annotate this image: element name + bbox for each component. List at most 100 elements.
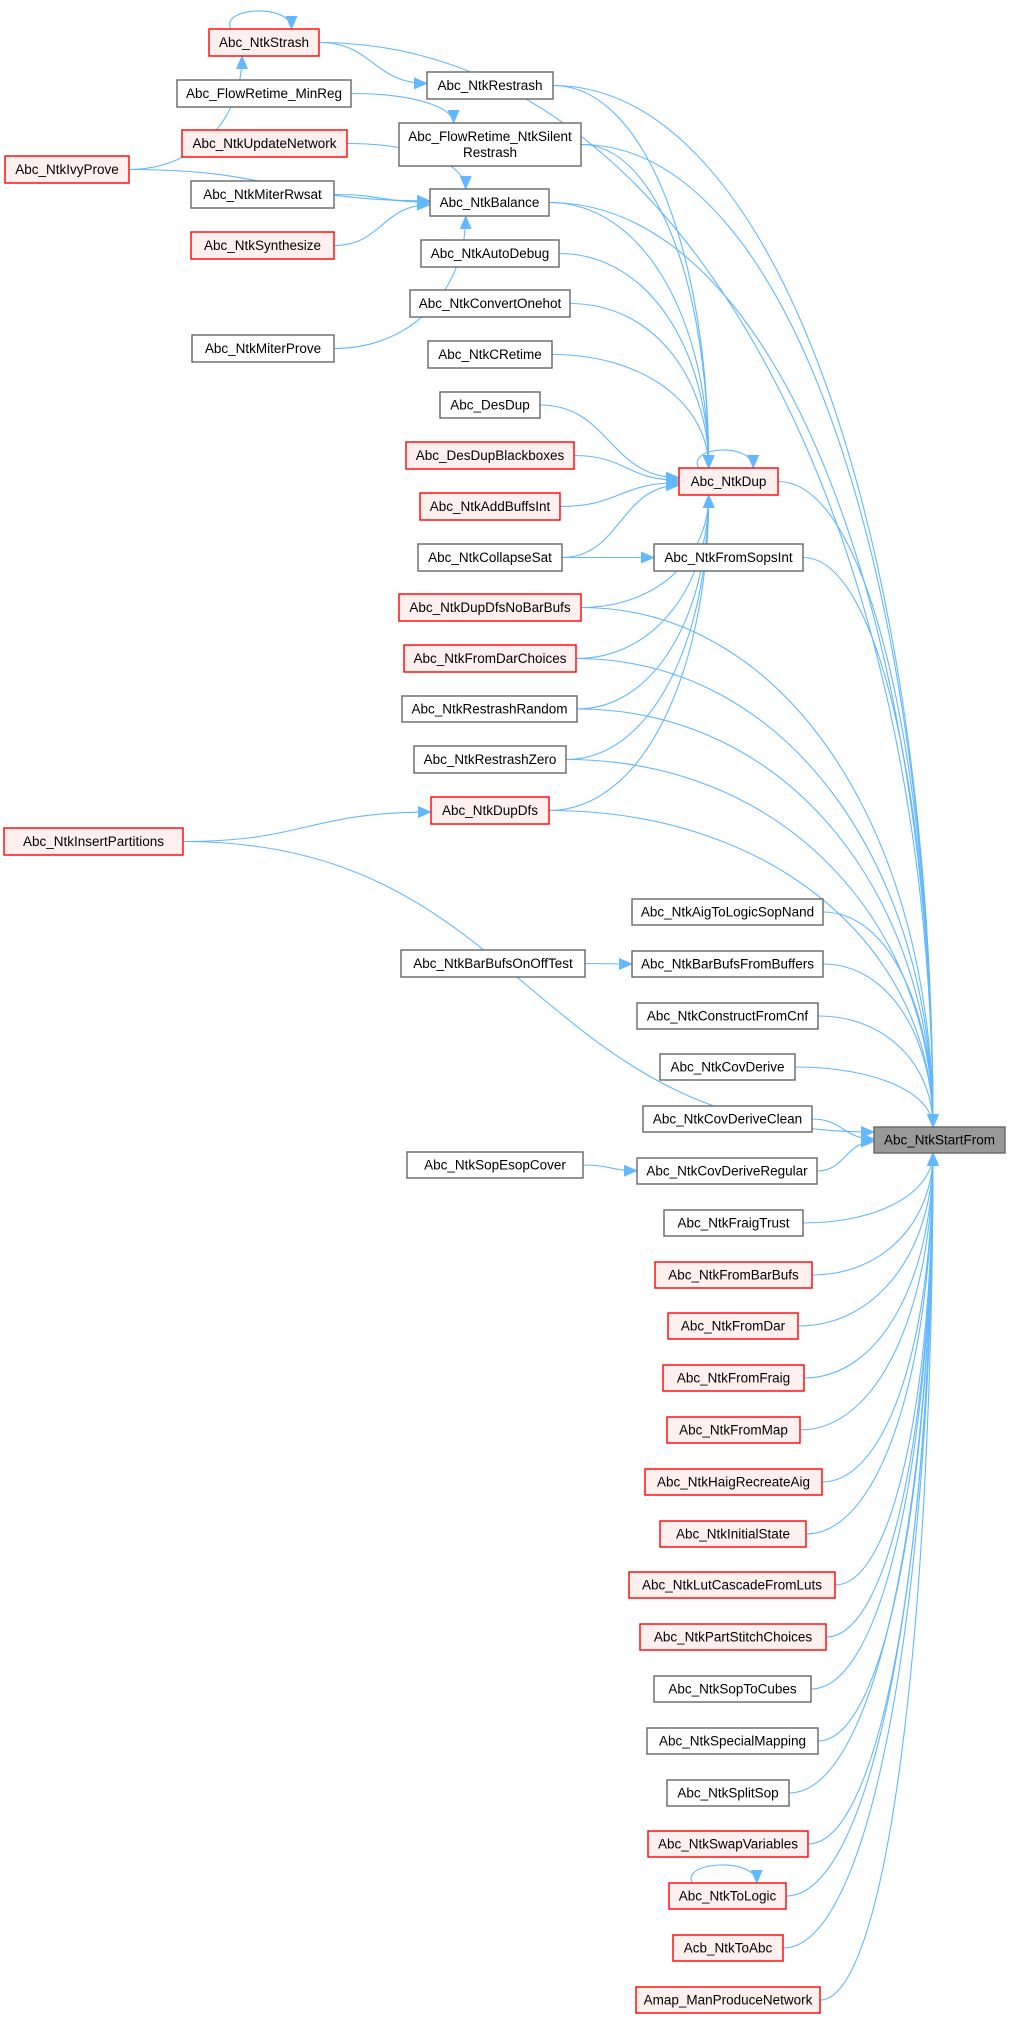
node-box[interactable]: [631, 950, 824, 978]
node-BarBufsOnOffTest[interactable]: Abc_NtkBarBufsOnOffTest: [400, 949, 586, 978]
node-R12[interactable]: Abc_NtkInitialState: [659, 1520, 807, 1548]
node-R8[interactable]: Abc_NtkFromDar: [667, 1312, 799, 1340]
node-InsertPartitions[interactable]: Abc_NtkInsertPartitions: [3, 827, 184, 856]
node-RestrashZero[interactable]: Abc_NtkRestrashZero: [413, 745, 567, 774]
node-Balance[interactable]: Abc_NtkBalance: [429, 188, 550, 217]
node-box[interactable]: [398, 122, 582, 167]
node-R6[interactable]: Abc_NtkFraigTrust: [663, 1209, 804, 1237]
node-box[interactable]: [636, 1157, 818, 1185]
node-SopEsopCover[interactable]: Abc_NtkSopEsopCover: [406, 1151, 584, 1179]
node-Restrash[interactable]: Abc_NtkRestrash: [426, 71, 554, 100]
node-box[interactable]: [646, 1727, 819, 1755]
node-DupDfsNoBarBufs[interactable]: Abc_NtkDupDfsNoBarBufs: [398, 593, 582, 622]
node-box[interactable]: [176, 79, 352, 108]
node-R4[interactable]: Abc_NtkCovDeriveClean: [642, 1105, 813, 1133]
node-R3[interactable]: Abc_NtkCovDerive: [659, 1053, 796, 1081]
node-R19[interactable]: Abc_NtkToLogic: [668, 1882, 787, 1910]
node-box[interactable]: [420, 239, 560, 268]
node-R16[interactable]: Abc_NtkSpecialMapping: [646, 1727, 819, 1755]
node-box[interactable]: [653, 543, 804, 572]
node-ConvertOnehot[interactable]: Abc_NtkConvertOnehot: [409, 289, 571, 318]
node-UpdateNetwork[interactable]: Abc_NtkUpdateNetwork: [181, 129, 348, 158]
node-box[interactable]: [190, 231, 335, 260]
node-box[interactable]: [639, 1623, 827, 1651]
node-box[interactable]: [401, 695, 578, 723]
node-R10[interactable]: Abc_NtkFromMap: [666, 1416, 801, 1444]
node-box[interactable]: [659, 1053, 796, 1081]
node-box[interactable]: [672, 1934, 784, 1962]
node-R7[interactable]: Abc_NtkFromBarBufs: [654, 1261, 813, 1289]
node-box[interactable]: [662, 1364, 805, 1392]
node-MiterProve[interactable]: Abc_NtkMiterProve: [191, 334, 335, 363]
node-box[interactable]: [403, 644, 577, 673]
node-R2[interactable]: Abc_NtkConstructFromCnf: [636, 1002, 819, 1030]
node-box[interactable]: [413, 745, 567, 774]
node-CollapseSat[interactable]: Abc_NtkCollapseSat: [417, 543, 563, 572]
node-box[interactable]: [642, 1105, 813, 1133]
node-box[interactable]: [3, 827, 184, 856]
node-box[interactable]: [430, 796, 550, 825]
node-box[interactable]: [400, 949, 586, 978]
node-R20[interactable]: Acb_NtkToAbc: [672, 1934, 784, 1962]
node-R21[interactable]: Amap_ManProduceNetwork: [635, 1986, 821, 2014]
node-box[interactable]: [644, 1468, 823, 1496]
node-box[interactable]: [647, 1830, 809, 1858]
node-box[interactable]: [190, 180, 335, 209]
node-box[interactable]: [181, 129, 348, 158]
node-DesDup[interactable]: Abc_DesDup: [439, 391, 541, 419]
node-IvyProve[interactable]: Abc_NtkIvyProve: [4, 155, 130, 184]
node-box[interactable]: [659, 1520, 807, 1548]
node-box[interactable]: [208, 28, 320, 57]
node-Dup[interactable]: Abc_NtkDup: [678, 467, 779, 496]
node-Synthesize[interactable]: Abc_NtkSynthesize: [190, 231, 335, 260]
node-box[interactable]: [636, 1002, 819, 1030]
node-StartFrom[interactable]: Abc_NtkStartFrom: [873, 1126, 1006, 1154]
node-RestrashRandom[interactable]: Abc_NtkRestrashRandom: [401, 695, 578, 723]
node-AddBuffsInt[interactable]: Abc_NtkAddBuffsInt: [419, 492, 561, 521]
node-box[interactable]: [653, 1675, 812, 1703]
node-box[interactable]: [666, 1779, 790, 1807]
node-box[interactable]: [668, 1882, 787, 1910]
node-box[interactable]: [405, 441, 575, 470]
node-R0[interactable]: Abc_NtkAigToLogicSopNand: [631, 898, 824, 926]
node-box[interactable]: [4, 155, 130, 184]
node-R11[interactable]: Abc_NtkHaigRecreateAig: [644, 1468, 823, 1496]
node-MinReg[interactable]: Abc_FlowRetime_MinReg: [176, 79, 352, 108]
node-R14[interactable]: Abc_NtkPartStitchChoices: [639, 1623, 827, 1651]
node-box[interactable]: [439, 391, 541, 419]
node-box[interactable]: [419, 492, 561, 521]
node-box[interactable]: [398, 593, 582, 622]
node-box[interactable]: [628, 1571, 836, 1599]
node-R15[interactable]: Abc_NtkSopToCubes: [653, 1675, 812, 1703]
node-R9[interactable]: Abc_NtkFromFraig: [662, 1364, 805, 1392]
node-box[interactable]: [631, 898, 824, 926]
node-box[interactable]: [678, 467, 779, 496]
node-R5[interactable]: Abc_NtkCovDeriveRegular: [636, 1157, 818, 1185]
node-DesDupBlackboxes[interactable]: Abc_DesDupBlackboxes: [405, 441, 575, 470]
node-box[interactable]: [667, 1312, 799, 1340]
node-FromDarChoices[interactable]: Abc_NtkFromDarChoices: [403, 644, 577, 673]
node-R17[interactable]: Abc_NtkSplitSop: [666, 1779, 790, 1807]
node-MiterRwsat[interactable]: Abc_NtkMiterRwsat: [190, 180, 335, 209]
node-box[interactable]: [427, 340, 553, 369]
node-AutoDebug[interactable]: Abc_NtkAutoDebug: [420, 239, 560, 268]
node-box[interactable]: [406, 1151, 584, 1179]
node-box[interactable]: [873, 1126, 1006, 1154]
node-R18[interactable]: Abc_NtkSwapVariables: [647, 1830, 809, 1858]
node-box[interactable]: [191, 334, 335, 363]
node-box[interactable]: [417, 543, 563, 572]
node-R13[interactable]: Abc_NtkLutCascadeFromLuts: [628, 1571, 836, 1599]
node-box[interactable]: [666, 1416, 801, 1444]
node-DupDfs[interactable]: Abc_NtkDupDfs: [430, 796, 550, 825]
node-box[interactable]: [663, 1209, 804, 1237]
node-Strash[interactable]: Abc_NtkStrash: [208, 28, 320, 57]
node-CRetime[interactable]: Abc_NtkCRetime: [427, 340, 553, 369]
node-FromSopsInt[interactable]: Abc_NtkFromSopsInt: [653, 543, 804, 572]
node-R1[interactable]: Abc_NtkBarBufsFromBuffers: [631, 950, 824, 978]
node-box[interactable]: [429, 188, 550, 217]
node-box[interactable]: [635, 1986, 821, 2014]
node-box[interactable]: [426, 71, 554, 100]
node-box[interactable]: [654, 1261, 813, 1289]
node-box[interactable]: [409, 289, 571, 318]
